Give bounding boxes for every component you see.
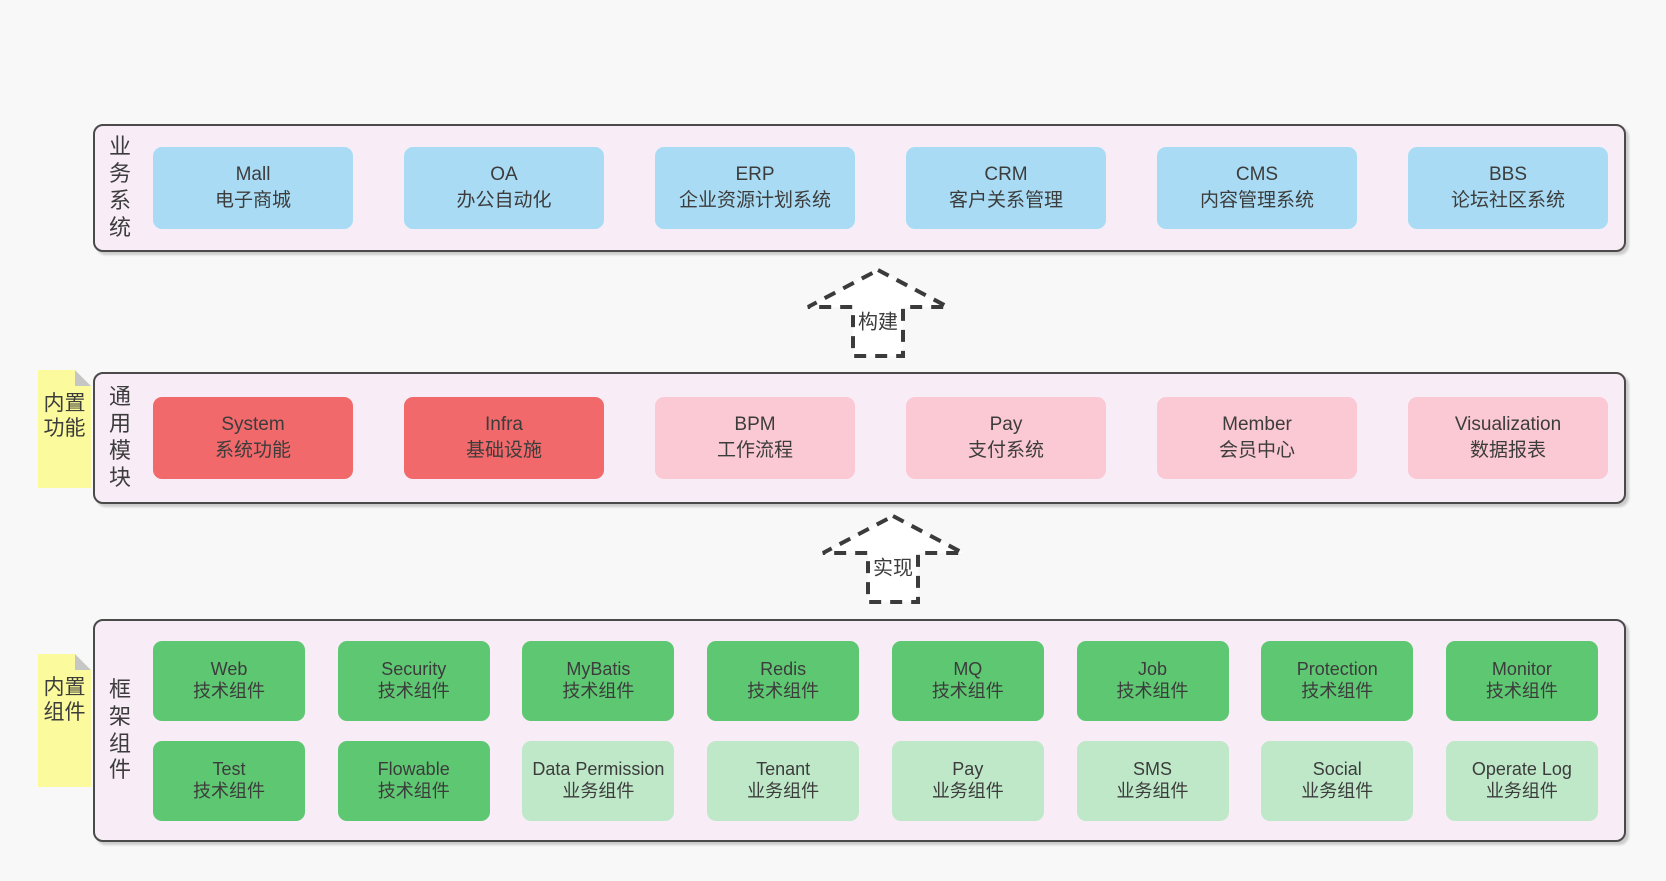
up-arrow-icon <box>807 267 949 358</box>
build-arrow: 构建 <box>805 266 951 360</box>
implement-arrow: 实现 <box>820 512 966 606</box>
common-modules-layer: 通用模块 System 系统功能 Infra 基础设施 BPM 工作流程 Pay… <box>93 372 1626 504</box>
build-arrow-label: 构建 <box>858 311 898 334</box>
framework-box-redis: Redis 技术组件 <box>707 640 860 721</box>
up-arrow-icon <box>822 513 964 604</box>
framework-box-social: Social 业务组件 <box>1261 740 1414 821</box>
module-box-visualization: Visualization 数据报表 <box>1408 397 1608 479</box>
framework-box-monitor: Monitor 技术组件 <box>1445 640 1598 721</box>
business-box-row: Mall 电子商城 OA 办公自动化 ERP 企业资源计划系统 CRM 客户关系… <box>133 147 1624 229</box>
implement-arrow-label: 实现 <box>873 557 913 580</box>
module-box-system: System 系统功能 <box>153 397 353 479</box>
framework-box-sms: SMS 业务组件 <box>1076 740 1229 821</box>
sticky-fold-icon <box>75 370 91 386</box>
framework-box-job: Job 技术组件 <box>1076 640 1229 721</box>
framework-box-web: Web 技术组件 <box>153 640 305 721</box>
framework-box-flowable: Flowable 技术组件 <box>337 740 490 821</box>
framework-box-row-2: Test 技术组件 Flowable 技术组件 Data Permission … <box>153 740 1598 821</box>
modules-box-row: System 系统功能 Infra 基础设施 BPM 工作流程 Pay 支付系统… <box>133 397 1624 479</box>
module-box-bpm: BPM 工作流程 <box>655 397 855 479</box>
sticky-text: 内置功能 <box>43 392 86 440</box>
business-systems-layer: 业务系统 Mall 电子商城 OA 办公自动化 ERP 企业资源计划系统 CRM… <box>93 124 1626 252</box>
module-box-pay: Pay 支付系统 <box>906 397 1106 479</box>
business-box-erp: ERP 企业资源计划系统 <box>655 147 855 229</box>
business-box-crm: CRM 客户关系管理 <box>906 147 1106 229</box>
module-box-member: Member 会员中心 <box>1157 397 1357 479</box>
framework-layer-label: 框架组件 <box>108 676 131 783</box>
framework-box-row-1: Web 技术组件 Security 技术组件 MyBatis 技术组件 Redi… <box>153 640 1598 721</box>
framework-box-rows: Web 技术组件 Security 技术组件 MyBatis 技术组件 Redi… <box>133 640 1624 821</box>
business-box-mall: Mall 电子商城 <box>153 147 353 229</box>
sticky-fold-icon <box>75 654 91 670</box>
framework-box-pay: Pay 业务组件 <box>891 740 1044 821</box>
framework-box-data-permission: Data Permission 业务组件 <box>522 740 675 821</box>
framework-components-layer: 框架组件 Web 技术组件 Security 技术组件 MyBatis 技术组件… <box>93 619 1626 842</box>
business-box-cms: CMS 内容管理系统 <box>1157 147 1357 229</box>
framework-box-test: Test 技术组件 <box>153 740 305 821</box>
framework-box-security: Security 技术组件 <box>337 640 490 721</box>
framework-box-mq: MQ 技术组件 <box>891 640 1044 721</box>
business-box-bbs: BBS 论坛社区系统 <box>1408 147 1608 229</box>
framework-box-operate-log: Operate Log 业务组件 <box>1445 740 1598 821</box>
modules-layer-label: 通用模块 <box>108 384 131 490</box>
sticky-note-builtin-features: 内置功能 <box>38 370 91 488</box>
framework-box-mybatis: MyBatis 技术组件 <box>522 640 675 721</box>
sticky-note-builtin-components: 内置组件 <box>38 654 91 787</box>
framework-box-tenant: Tenant 业务组件 <box>707 740 860 821</box>
business-box-oa: OA 办公自动化 <box>404 147 604 229</box>
framework-box-protection: Protection 技术组件 <box>1261 640 1414 721</box>
sticky-text: 内置组件 <box>43 676 86 724</box>
module-box-infra: Infra 基础设施 <box>404 397 604 479</box>
business-layer-label: 业务系统 <box>108 134 131 240</box>
